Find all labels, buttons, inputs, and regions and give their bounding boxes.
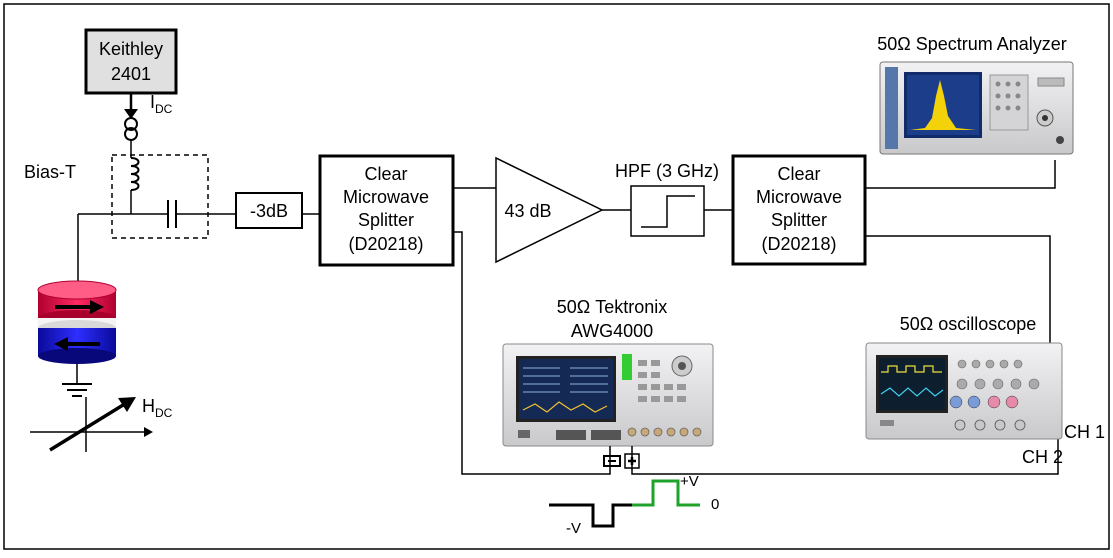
awg-label-line2: AWG4000 <box>571 321 653 341</box>
keithley-2401-box: Keithley 2401 <box>86 30 176 93</box>
awg-label-line1: 50Ω Tektronix <box>557 297 668 317</box>
keithley-label-line1: Keithley <box>99 39 163 59</box>
splitter-2-line4: (D20218) <box>761 234 836 254</box>
keithley-label-line2: 2401 <box>111 64 151 84</box>
magnetic-tunnel-junction-icon <box>38 281 116 364</box>
ground-icon <box>62 364 92 396</box>
idc-label: IDC <box>150 92 173 116</box>
field-direction-icon <box>30 397 153 452</box>
spectrum-analyzer-icon <box>880 62 1073 154</box>
splitter-2-line2: Microwave <box>756 187 842 207</box>
ch1-label: CH 1 <box>1064 422 1105 442</box>
hpf-label: HPF (3 GHz) <box>615 161 719 181</box>
pulse-neg-label: -V <box>566 520 581 537</box>
pulse-pos-label: +V <box>680 473 699 490</box>
high-pass-filter-box <box>631 186 704 236</box>
spectrum-analyzer-label: 50Ω Spectrum Analyzer <box>877 34 1067 54</box>
amplifier-label: 43 dB <box>504 201 551 221</box>
splitter-2-line1: Clear <box>777 164 820 184</box>
capacitor-icon <box>168 200 176 228</box>
splitter-1-line3: Splitter <box>358 210 414 230</box>
negative-pulse <box>549 505 632 526</box>
oscilloscope-label: 50Ω oscilloscope <box>900 314 1037 334</box>
ch2-label: CH 2 <box>1022 447 1063 467</box>
splitter-2-box: Clear Microwave Splitter (D20218) <box>733 156 865 264</box>
splitter-1-box: Clear Microwave Splitter (D20218) <box>320 156 453 265</box>
splitter-2-line3: Splitter <box>771 210 827 230</box>
bias-t-box <box>112 155 208 238</box>
current-source-icon <box>125 118 137 140</box>
oscilloscope-icon <box>866 343 1062 439</box>
splitter-1-line4: (D20218) <box>348 234 423 254</box>
attenuator-label: -3dB <box>250 201 288 221</box>
inductor-icon <box>131 158 139 190</box>
amplifier-icon: 43 dB <box>496 158 602 262</box>
splitter-1-line2: Microwave <box>343 187 429 207</box>
hdc-label: HDC <box>142 396 173 420</box>
bias-t-label: Bias-T <box>24 162 76 182</box>
pulse-zero-label: 0 <box>711 496 719 513</box>
splitter-1-line1: Clear <box>364 164 407 184</box>
attenuator-box: -3dB <box>236 193 302 228</box>
awg-instrument-icon <box>503 344 713 446</box>
